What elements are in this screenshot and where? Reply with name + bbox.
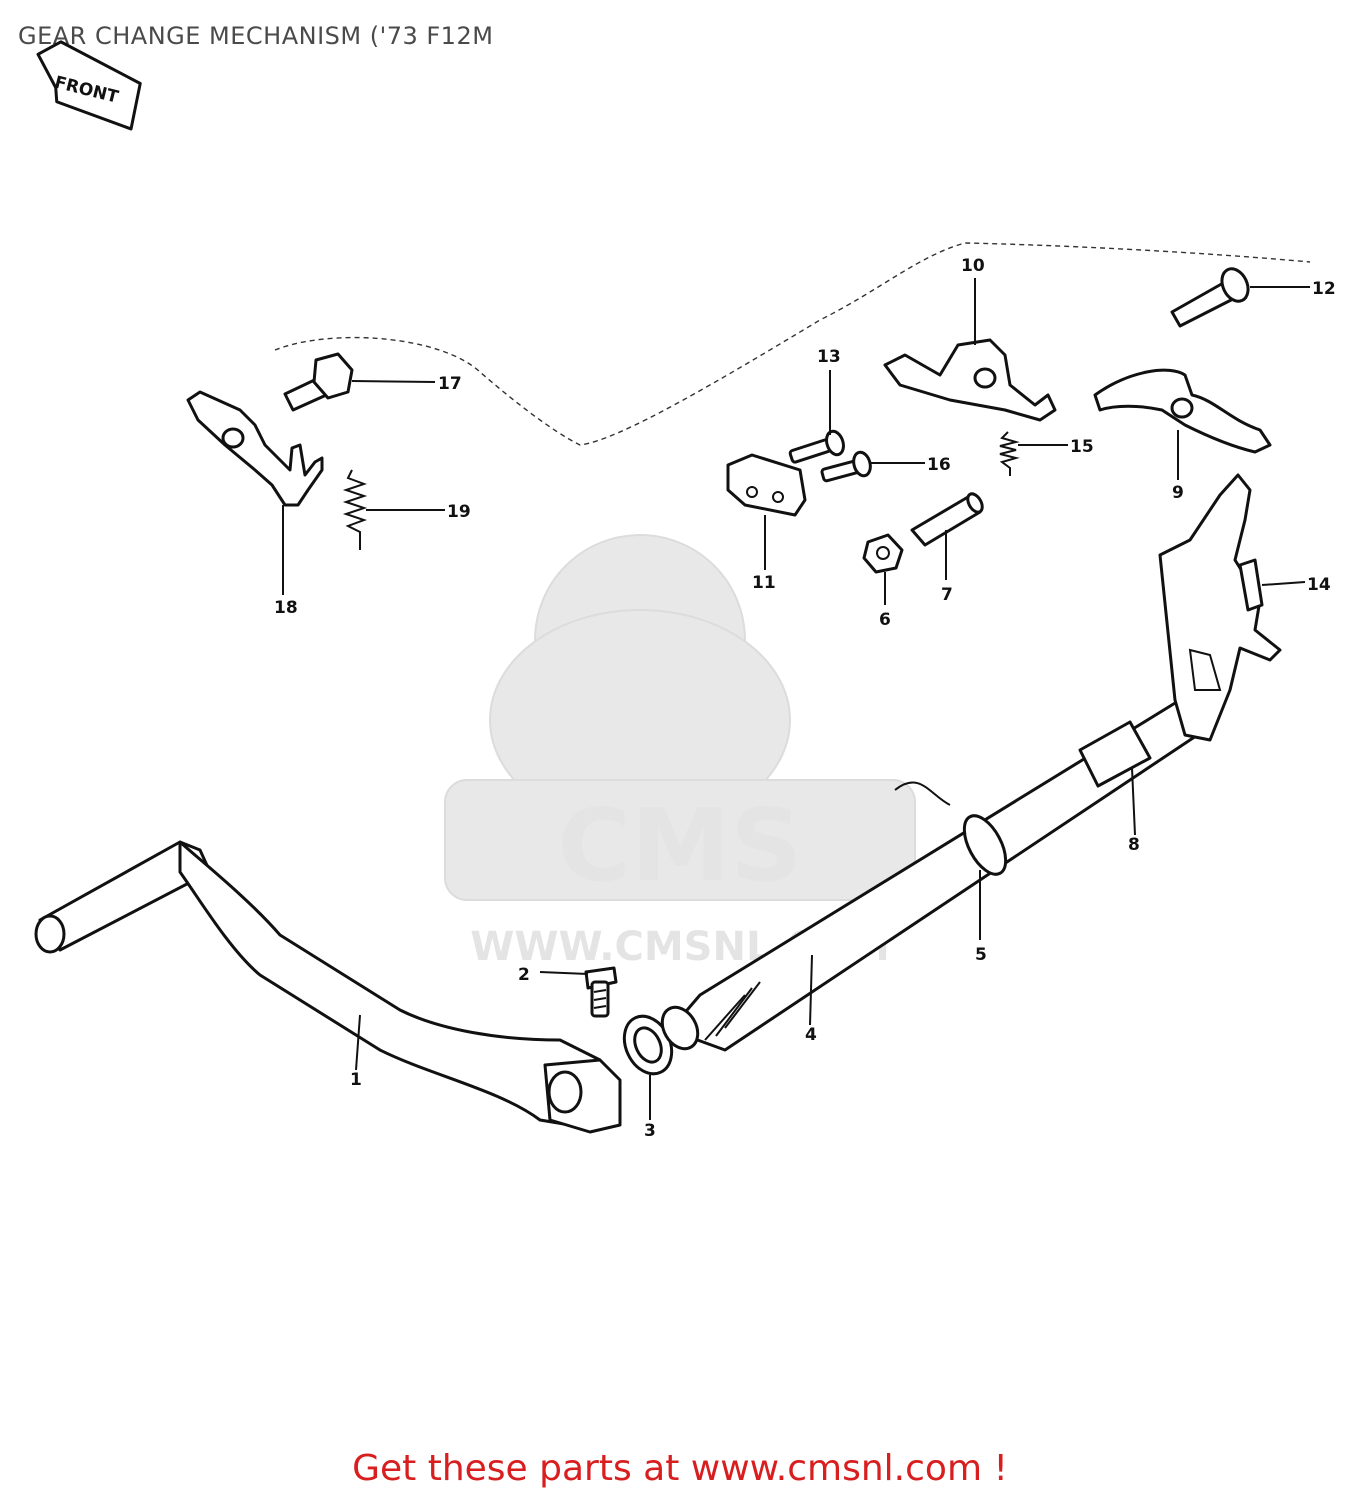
- shaft-collar: [1078, 720, 1152, 788]
- callout-13: 13: [817, 347, 841, 367]
- callout-2: 2: [518, 965, 530, 985]
- spring-15: [999, 431, 1020, 476]
- stopper-bolt: [283, 352, 354, 412]
- pivot-bolt: [1170, 267, 1250, 328]
- callout-1: 1: [350, 1070, 362, 1090]
- page-title: GEAR CHANGE MECHANISM ('73 F12M: [18, 22, 494, 50]
- callout-labels: 1 2 3 4 5 6 7 8 9 10 11 12 13 14 15 16 1…: [274, 256, 1336, 1141]
- callout-12: 12: [1312, 279, 1336, 299]
- callout-5: 5: [975, 945, 987, 965]
- leader-lines: [282, 278, 1310, 1120]
- plate-hole-1: [746, 486, 758, 498]
- callout-3: 3: [644, 1121, 656, 1141]
- plate-hole-2: [772, 491, 784, 503]
- crankcase-outline: [274, 242, 1311, 446]
- callout-8: 8: [1128, 835, 1140, 855]
- callout-16: 16: [927, 455, 951, 475]
- callout-7: 7: [941, 585, 953, 605]
- callout-19: 19: [447, 502, 471, 522]
- lever-hole: [973, 367, 997, 389]
- spring-19: [342, 469, 368, 550]
- gear-stopper-arm: [186, 390, 324, 507]
- hex-nut: [862, 533, 904, 574]
- return-spring-pin: [910, 492, 984, 547]
- callout-11: 11: [752, 573, 776, 593]
- oil-seal: [622, 1014, 674, 1076]
- pawl-hole: [1170, 397, 1194, 419]
- callout-15: 15: [1070, 437, 1094, 457]
- front-arrow-icon: FRONT: [36, 40, 142, 131]
- shift-arm-assembly: [1158, 473, 1282, 742]
- callout-6: 6: [879, 610, 891, 630]
- shift-pedal: [34, 840, 622, 1134]
- callout-9: 9: [1172, 483, 1184, 503]
- shift-drum-pin-plate: [726, 453, 807, 517]
- pedal-clamp-bolt: [584, 966, 618, 1018]
- callout-4: 4: [805, 1025, 817, 1045]
- callout-17: 17: [438, 374, 462, 394]
- circlip: [894, 781, 1008, 876]
- get-parts-link[interactable]: Get these parts at www.cmsnl.com !: [352, 1448, 1008, 1489]
- screw-16: [820, 450, 872, 483]
- callout-18: 18: [274, 598, 298, 618]
- gear-shift-lever-plate: [883, 338, 1057, 422]
- arm-hole: [221, 427, 245, 449]
- watermark-brand: CMS: [558, 787, 803, 904]
- callout-14: 14: [1307, 575, 1331, 595]
- callout-10: 10: [961, 256, 985, 276]
- screw-13: [788, 429, 845, 464]
